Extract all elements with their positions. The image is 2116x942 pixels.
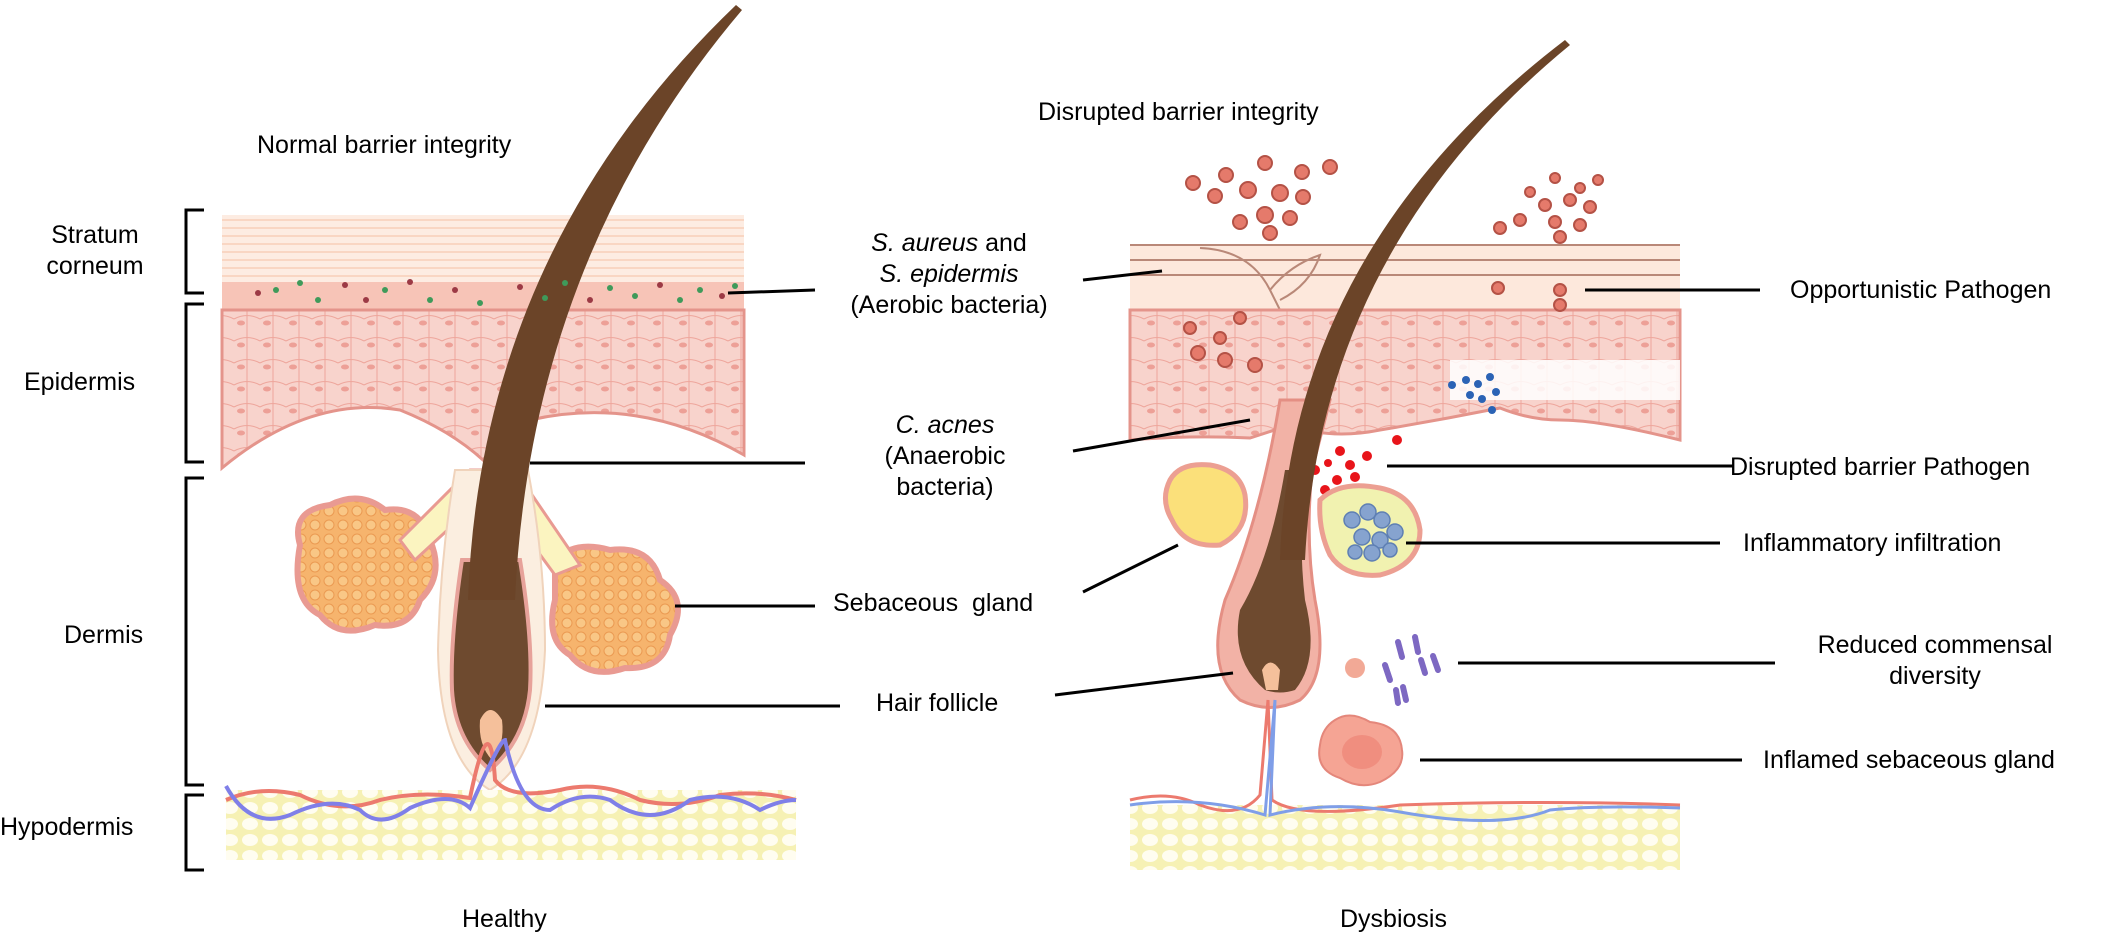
inflammatory-cells [1343, 503, 1404, 562]
species-joiner: and [978, 229, 1027, 257]
healthy-epidermis [220, 308, 746, 472]
healthy-caption: Healthy [462, 905, 547, 933]
dysbiosis-title: Disrupted barrier integrity [1038, 98, 1319, 126]
inflamed-gland-core [1342, 735, 1382, 769]
healthy-leader-lines [530, 288, 840, 708]
species-s-aureus: S. aureus [871, 229, 979, 257]
leader-sebaceous-right [1082, 543, 1179, 594]
leader-anaerobic-right [1072, 418, 1251, 453]
label-stratum-line2: corneum [46, 252, 144, 280]
blue-immune-cells [1448, 373, 1500, 414]
healthy-panel [184, 5, 797, 872]
healthy-commensal-bacteria [255, 279, 738, 306]
healthy-title: Normal barrier integrity [257, 131, 512, 159]
label-sebaceous-gland: Sebaceous gland [833, 589, 1034, 617]
reduced-line1: Reduced commensal [1817, 631, 2053, 659]
bracket-dermis [184, 476, 204, 787]
healthy-hair-shaft [468, 5, 742, 600]
dysbiosis-artery [1129, 699, 1681, 813]
anaerobic-note-1: (Anaerobic [884, 442, 1006, 470]
leader-aerobic [727, 288, 816, 295]
leader-follicle-right [1054, 671, 1234, 697]
disrupted-barrier-pathogens [1300, 435, 1402, 495]
dysbiosis-stratum-corneum [1130, 245, 1680, 315]
label-anaerobic-bacteria: C. acnes (Anaerobic bacteria) [845, 410, 1045, 503]
dysbiosis-sebaceous-gland [1163, 462, 1249, 548]
dysbiosis-vein [1129, 699, 1681, 823]
dysbiosis-gap [1450, 360, 1680, 400]
label-hair-follicle: Hair follicle [876, 689, 999, 717]
dysbiosis-caption: Dysbiosis [1340, 905, 1447, 933]
label-disrupted-barrier-pathogen: Disrupted barrier Pathogen [1730, 453, 2031, 481]
healthy-hair-bulb [449, 558, 533, 773]
inflammatory-infiltration-gland [1317, 483, 1423, 578]
healthy-corneum-bacteria-band [222, 282, 744, 312]
dysbiosis-epidermis [1128, 308, 1682, 442]
opportunistic-pathogens [1183, 155, 1604, 373]
label-inflammatory-infiltration: Inflammatory infiltration [1743, 529, 2002, 557]
label-stratum-corneum: Stratum corneum [20, 220, 170, 282]
healthy-stratum-corneum [222, 215, 744, 295]
label-opportunistic-pathogen: Opportunistic Pathogen [1790, 276, 2052, 304]
rod-bacteria [1382, 634, 1441, 706]
label-inflamed-sebaceous-gland: Inflamed sebaceous gland [1763, 746, 2055, 774]
label-epidermis: Epidermis [24, 368, 136, 396]
species-s-epidermis: S. epidermis [879, 260, 1019, 288]
label-hypodermis: Hypodermis [0, 813, 134, 841]
label-dermis: Dermis [64, 621, 144, 649]
label-reduced-commensal-diversity: Reduced commensal diversity [1790, 630, 2080, 692]
healthy-sebaceous-gland-left [294, 495, 439, 634]
dysbiosis-papilla [1262, 662, 1280, 690]
reduced-line2: diversity [1889, 662, 1981, 690]
leader-aerobic-right [1082, 269, 1163, 282]
anaerobic-note-2: bacteria) [896, 473, 994, 501]
dysbiosis-hypodermis [1130, 805, 1680, 870]
commensal-cell [1345, 658, 1365, 678]
species-c-acnes: C. acnes [895, 411, 995, 439]
healthy-sebaceous-gland-right [549, 543, 681, 675]
healthy-vein [224, 737, 797, 822]
bracket-epidermis [184, 302, 204, 464]
dysbiosis-leader-lines [1054, 269, 1775, 762]
bracket-hypodermis [184, 793, 204, 872]
aerobic-note: (Aerobic bacteria) [850, 291, 1048, 319]
bracket-stratum-corneum [184, 208, 204, 295]
label-stratum-line1: Stratum [51, 221, 139, 249]
label-aerobic-bacteria: S. aureus and S. epidermis (Aerobic bact… [815, 228, 1083, 321]
dysbiosis-cracks [1130, 244, 1680, 311]
dysbiosis-panel [1128, 40, 1682, 870]
dysbiosis-hair-shaft [1280, 40, 1570, 560]
